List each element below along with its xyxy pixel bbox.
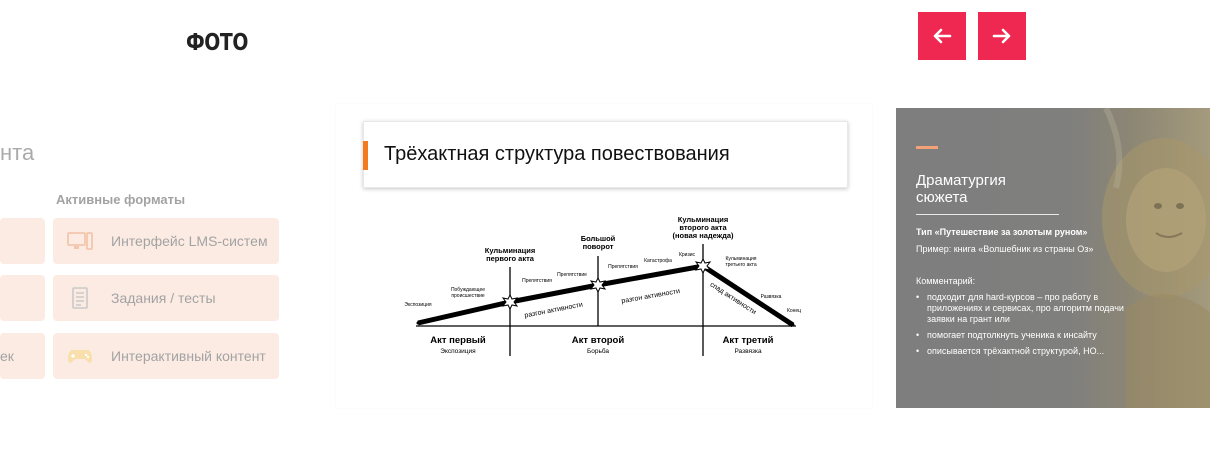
tile-label: Интерактивный контент bbox=[111, 348, 266, 364]
slope-label: разгон активности bbox=[621, 288, 681, 305]
current-slide: Трёхактная структура повествования Кульм… bbox=[336, 104, 872, 408]
title-accent-bar bbox=[363, 141, 368, 170]
point-label: Конец bbox=[787, 308, 801, 314]
act-sub-3: Развязка bbox=[734, 348, 762, 355]
list-item: подходит для hard-курсов – про работу в … bbox=[916, 292, 1136, 325]
slope-label: разгон активности bbox=[524, 301, 584, 319]
point-label: Препятствия bbox=[608, 264, 638, 270]
column-title-active-formats: Активные форматы bbox=[56, 192, 186, 207]
act-label-2: Акт второй bbox=[572, 335, 625, 346]
list-item: описывается трёхактной структурой, НО... bbox=[916, 346, 1136, 357]
point-label: Препятствия bbox=[522, 278, 552, 284]
act-sub-1: Экспозиция bbox=[440, 348, 476, 355]
format-tile bbox=[0, 218, 45, 264]
point-label: Катастрофа bbox=[644, 258, 672, 264]
slide-title: Трёхактная структура повествования bbox=[384, 143, 730, 165]
example-line: Пример: книга «Волшебник из страны Оз» bbox=[916, 244, 1094, 254]
tile-label: Интерфейс LMS-систем bbox=[111, 233, 268, 249]
act-sub-2: Борьба bbox=[587, 347, 609, 355]
point-label: Экспозиция bbox=[404, 302, 432, 308]
format-tile: ек bbox=[0, 333, 45, 379]
type-line: Тип «Путешествие за золотым руном» bbox=[916, 227, 1088, 237]
act-label-1: Акт первый bbox=[430, 335, 486, 346]
format-tile-tasks: Задания / тесты bbox=[53, 275, 279, 321]
title-text: Драматургия сюжета bbox=[916, 172, 1006, 206]
tile-label: Задания / тесты bbox=[111, 290, 216, 306]
act-label-3: Акт третий bbox=[723, 335, 774, 346]
title-dash bbox=[916, 146, 938, 149]
monitor-icon bbox=[67, 230, 93, 252]
comment-list: подходит для hard-курсов – про работу в … bbox=[916, 292, 1136, 362]
gamepad-icon bbox=[67, 345, 93, 367]
format-tile-interactive: Интерактивный контент bbox=[53, 333, 279, 379]
list-item: помогает подтолкнуть ученика к инсайту bbox=[916, 330, 1136, 341]
arrow-right-icon bbox=[992, 28, 1011, 44]
title-divider bbox=[916, 214, 1059, 215]
comment-label: Комментарий: bbox=[916, 276, 976, 286]
slide-title: Драматургия сюжета bbox=[916, 172, 1076, 206]
arrow-left-icon bbox=[933, 28, 952, 44]
format-tile-lms: Интерфейс LMS-систем bbox=[53, 218, 279, 264]
previous-slide[interactable]: нта Активные форматы ек Интерфейс LMS-си… bbox=[0, 108, 320, 408]
next-slide[interactable]: Драматургия сюжета Тип «Путешествие за з… bbox=[896, 108, 1210, 408]
point-label: Развязка bbox=[761, 294, 782, 300]
lion-illustration bbox=[1102, 108, 1210, 408]
next-slide-button[interactable] bbox=[978, 12, 1026, 60]
slide-heading: нта bbox=[0, 140, 35, 165]
point-label: Кризис bbox=[679, 252, 696, 258]
format-tile bbox=[0, 275, 45, 321]
page-title: ФОТО bbox=[186, 30, 248, 56]
slide-title-card: Трёхактная структура повествования bbox=[363, 121, 848, 188]
prev-slide-button[interactable] bbox=[918, 12, 966, 60]
checklist-icon bbox=[67, 287, 93, 309]
point-label: Препятствие bbox=[557, 272, 587, 278]
